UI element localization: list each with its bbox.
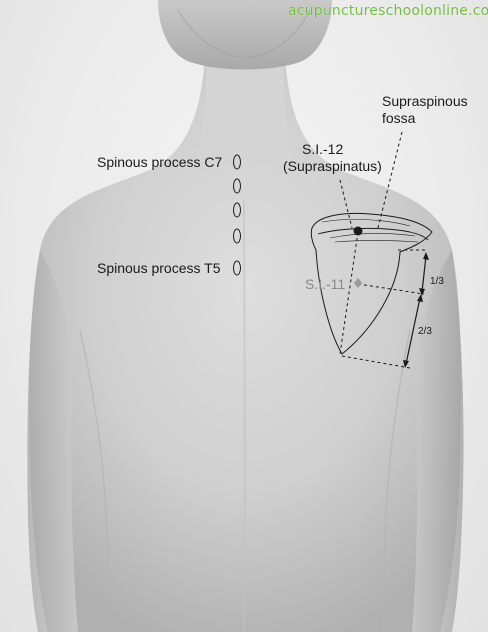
si11-level-guide: [357, 283, 425, 295]
watermark: acupunctureschoolonline.com: [288, 3, 488, 19]
scapula-outline: [310, 212, 433, 355]
label-two-thirds: 2/3: [418, 326, 432, 337]
scapula-axis-line: [339, 231, 359, 355]
spinous-process-t3-marker: [233, 202, 241, 218]
spinous-process-t2-marker: [233, 178, 241, 194]
label-spinous-c7: Spinous process C7: [97, 154, 223, 170]
hair: [158, 0, 332, 70]
label-si12: S.I.-12: [302, 141, 344, 157]
label-si11: S.I.-11: [305, 276, 346, 292]
one-third-measure: [421, 255, 427, 293]
scapular-spine: [317, 227, 429, 241]
spinous-process-t5-marker: [233, 260, 241, 276]
si12-pointer: [339, 179, 353, 229]
label-si12-muscle: (Supraspinatus): [283, 158, 382, 174]
si11-point: [354, 278, 362, 288]
label-one-third: 1/3: [430, 276, 444, 287]
label-supraspinous-fossa-2: fossa: [382, 110, 416, 126]
spinous-process-c7-marker: [233, 154, 241, 170]
label-spinous-t5: Spinous process T5: [97, 260, 221, 276]
left-arm: [27, 250, 78, 632]
label-supraspinous-fossa-1: Supraspinous: [382, 93, 468, 109]
neck: [195, 40, 295, 160]
supraspinous-fossa-pointer: [377, 131, 403, 229]
two-thirds-measure: [405, 297, 421, 365]
si12-point: [353, 226, 363, 236]
right-arm: [412, 250, 464, 632]
spinous-process-t4-marker: [233, 228, 241, 244]
